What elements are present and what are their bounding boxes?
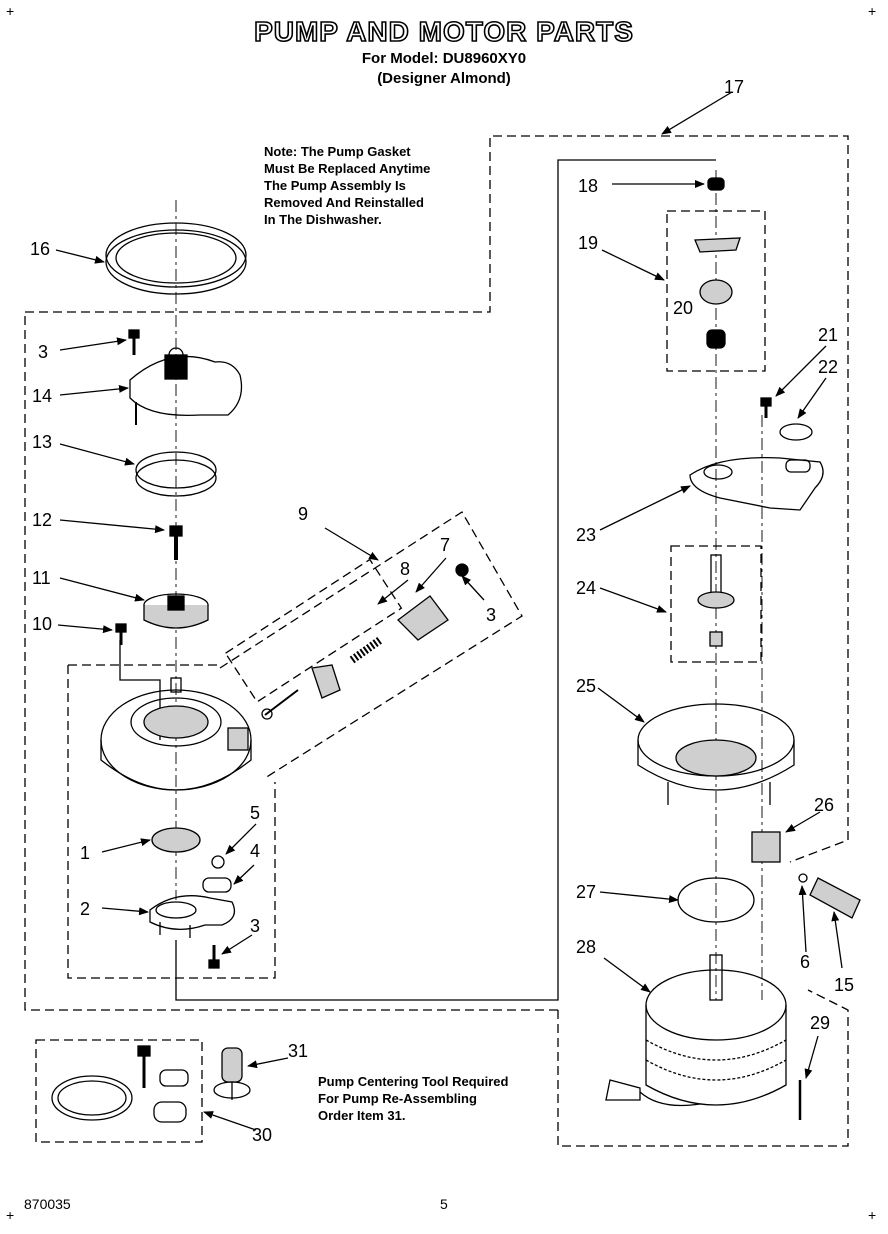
corner-mark-top-left: + [6,3,15,19]
callout-2: 2 [80,899,91,919]
connector-line [175,159,716,1001]
part-1-filter [151,827,201,853]
callout-21: 21 [818,325,839,345]
corner-mark-top-right: + [868,3,877,19]
part-6-o-ring [798,873,808,883]
outline-item-30 [35,1039,203,1143]
part-20-bushing [706,329,726,349]
callout-26: 26 [814,795,835,815]
leader-arrows [55,91,843,1131]
callout-25: 25 [576,676,597,696]
part-15-sensor [809,877,861,919]
outline-item-9 [219,511,523,779]
callout-16: 16 [30,239,51,259]
gasket-replacement-note: Note: The Pump Gasket Must Be Replaced A… [264,144,431,227]
part-5-ball [211,855,225,869]
callout-1: 1 [80,843,91,863]
callout-22: 22 [818,357,839,377]
part-9-check-valve-assembly [261,563,469,720]
part-30-gasket-kit [51,1045,189,1123]
callout-6: 6 [800,952,811,972]
centering-tool-note: Pump Centering Tool Required For Pump Re… [318,1074,509,1123]
part-21-screw [760,397,772,418]
centerlines [175,170,763,1000]
part-16-pump-gasket [105,222,247,295]
part-13-seal-ring [135,451,217,497]
document-number: 870035 [24,1196,71,1212]
part-3-screw-top [128,329,140,355]
part-23-bracket [689,456,824,511]
callout-9: 9 [298,504,309,524]
callout-13: 13 [32,432,53,452]
callout-18: 18 [578,176,599,196]
part-19-coupling [694,237,741,305]
part-10-screw [115,623,127,645]
outline-lower-pump [67,664,276,979]
callout-14: 14 [32,386,53,406]
color-line: (Designer Almond) [377,70,511,87]
callout-28: 28 [576,937,597,957]
part-28-motor [605,954,787,1107]
callout-24: 24 [576,578,597,598]
callout-19: 19 [578,233,599,253]
part-14-pump-cover [129,347,243,425]
page-title: PUMP AND MOTOR PARTS [253,15,634,48]
callout-3: 3 [250,916,261,936]
callout-8: 8 [400,559,411,579]
model-line: For Model: DU8960XY0 [361,50,527,67]
callout-7: 7 [440,535,451,555]
page-number: 5 [440,1196,448,1212]
part-3-screw-bottom [208,945,220,969]
part-4-gasket [202,877,232,893]
callout-30: 30 [252,1125,273,1145]
callout-31: 31 [288,1041,309,1061]
callout-15: 15 [834,975,855,995]
callout-29: 29 [810,1013,831,1033]
part-18-nut [707,177,725,191]
corner-mark-bottom-left: + [6,1207,15,1223]
part-31-centering-tool [213,1047,251,1100]
callout-3: 3 [486,605,497,625]
callout-12: 12 [32,510,53,530]
callout-4: 4 [250,841,261,861]
callout-11: 11 [32,568,51,588]
part-11-impeller [143,593,209,629]
callout-5: 5 [250,803,261,823]
callout-17: 17 [724,77,745,97]
outline-pump-group [24,135,849,1011]
outline-motor-group [557,989,849,1147]
part-24-shaft [697,554,735,647]
part-25-motor-mount [637,703,795,805]
part-22-ring [779,423,813,441]
part-26-clip [751,831,781,863]
dashed-group-outlines [24,135,849,1147]
callout-27: 27 [576,882,597,902]
callout-23: 23 [576,525,597,545]
corner-mark-bottom-right: + [868,1207,877,1223]
callout-3: 3 [38,342,49,362]
outline-item-8 [224,558,403,703]
pump-housing [100,677,252,791]
part-12-bolt [169,525,183,560]
callout-20: 20 [673,298,694,318]
callout-10: 10 [32,614,53,634]
part-2-pump-base [149,895,236,938]
